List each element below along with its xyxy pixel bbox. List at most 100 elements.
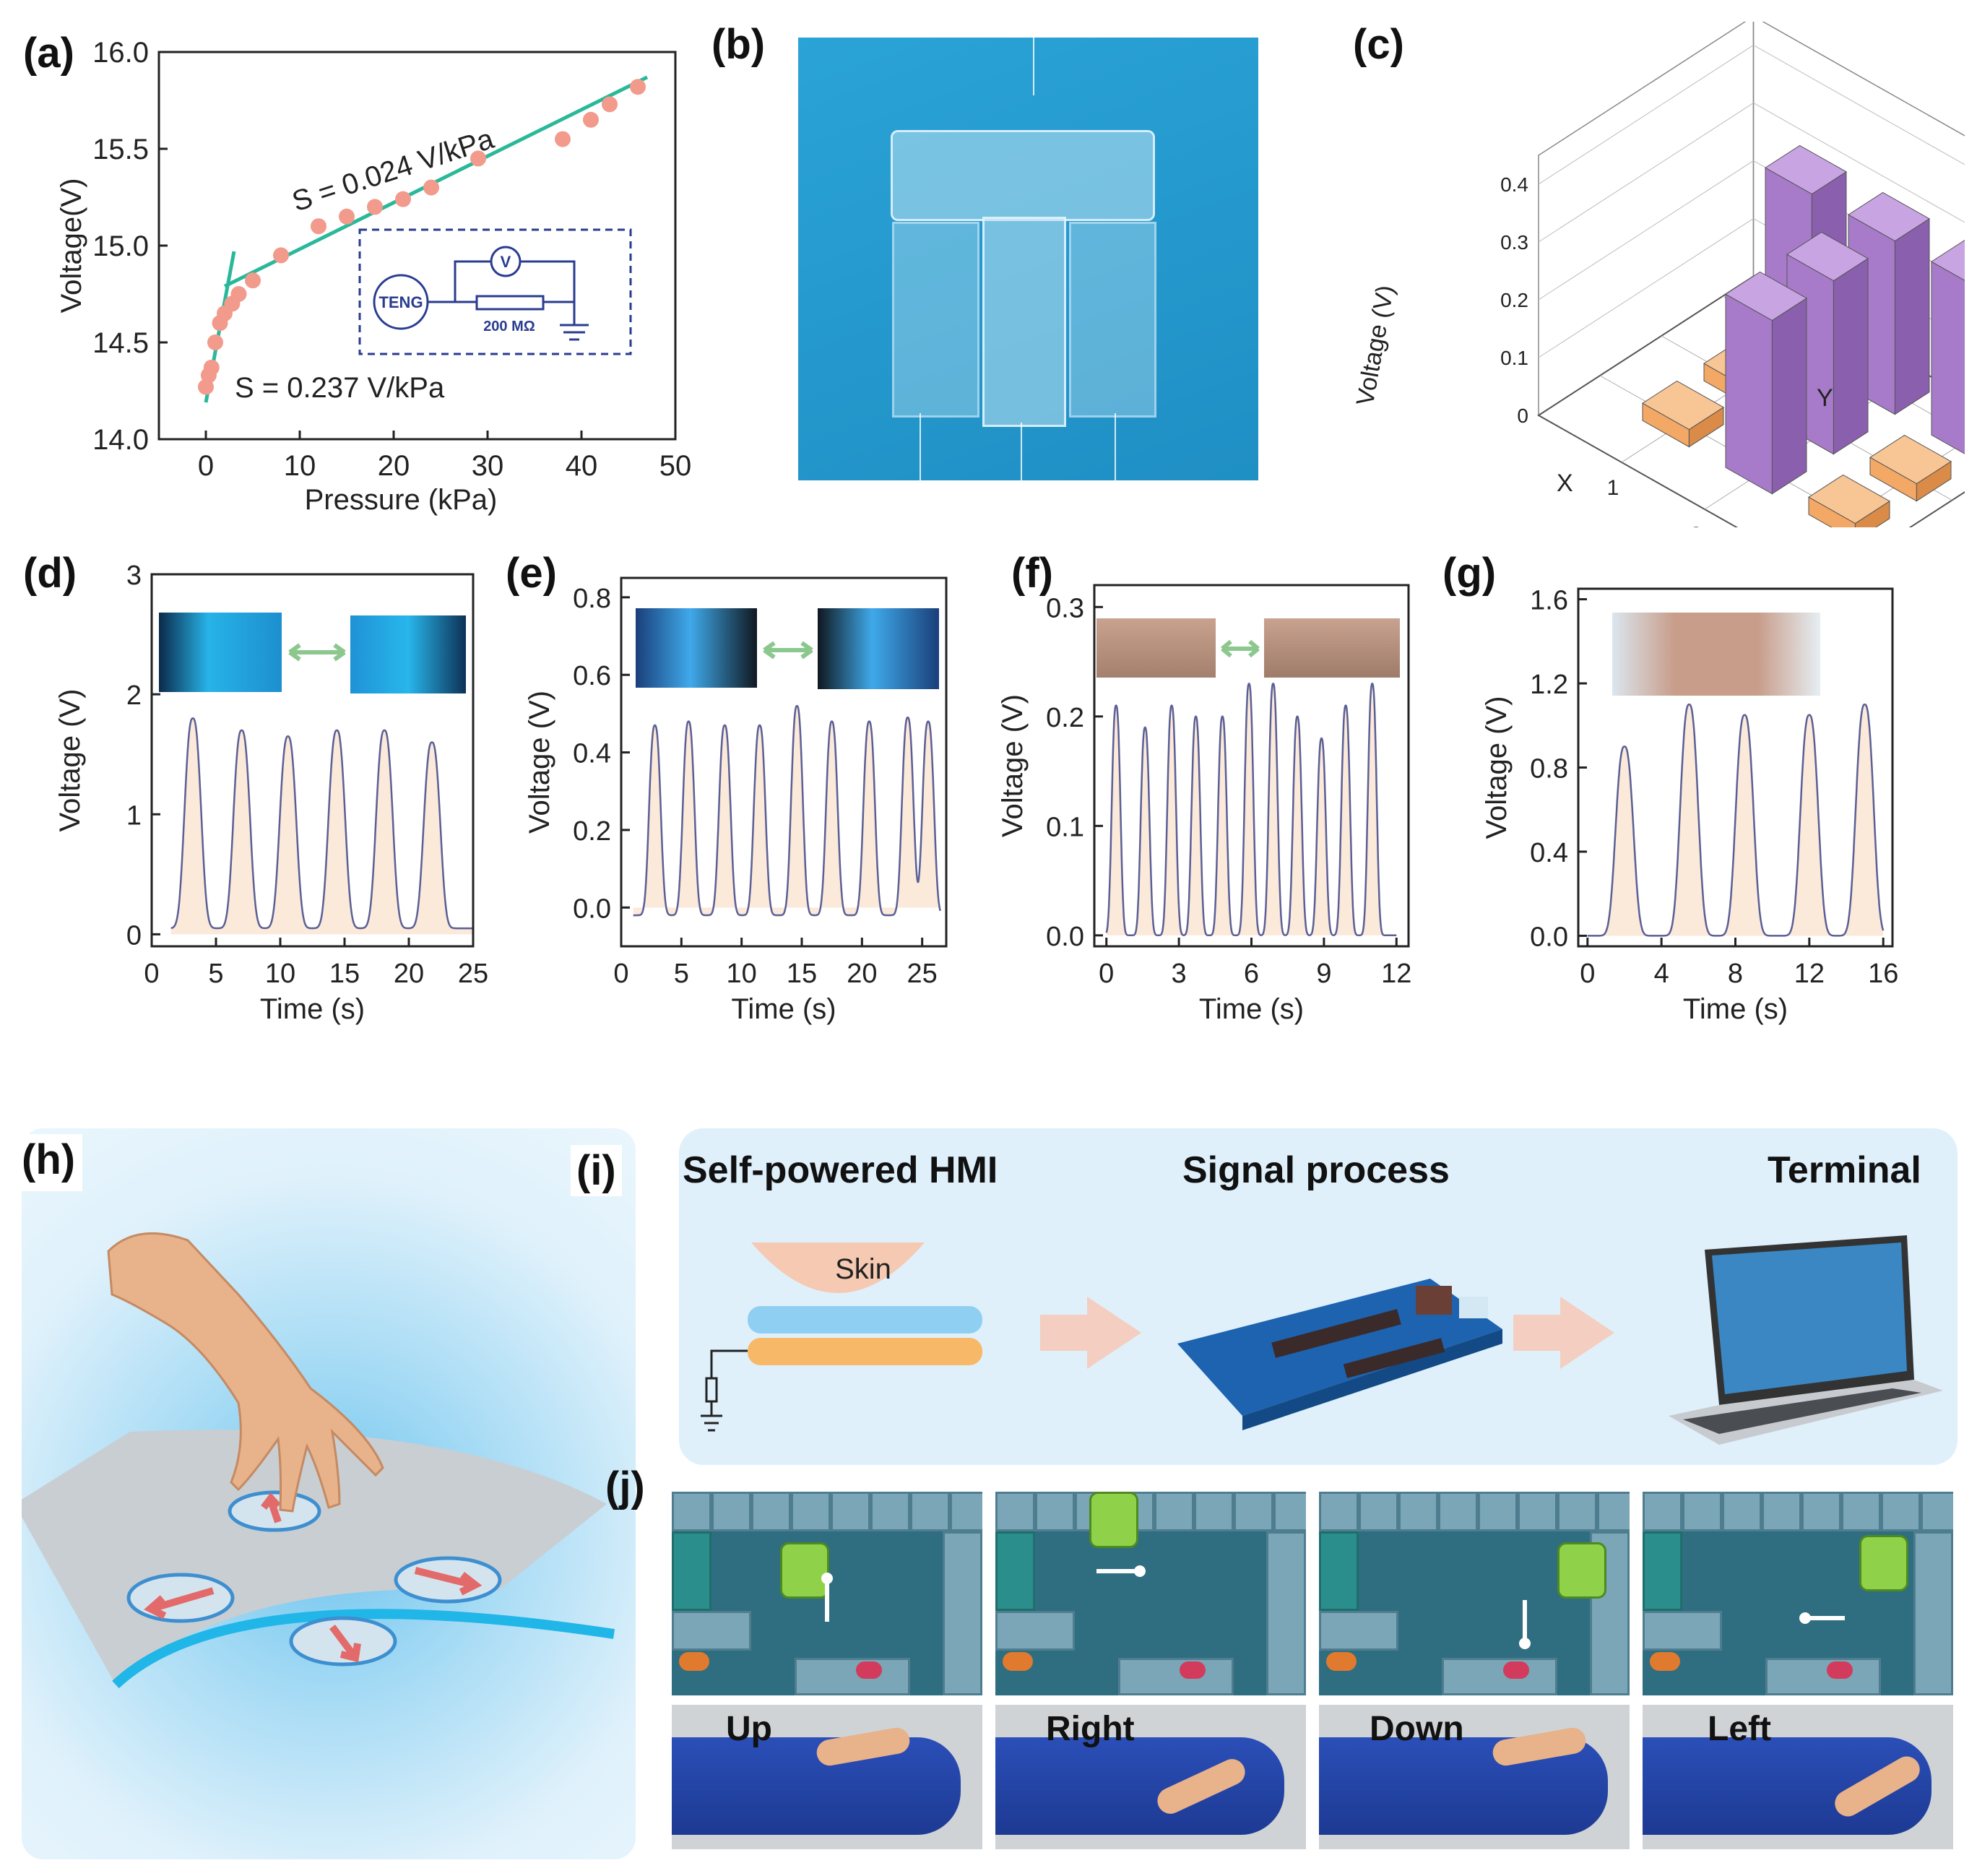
game-bread-icon	[1003, 1652, 1033, 1671]
game-meat-icon	[1503, 1661, 1529, 1679]
game-teal-wall	[995, 1531, 1035, 1611]
chart-f-xtick-label: 12	[1381, 959, 1411, 989]
h-sensor-down	[289, 1616, 397, 1667]
glove	[995, 1737, 1284, 1835]
game-direction-arrow	[821, 1573, 833, 1622]
chart-a-ytick-label: 14.0	[92, 424, 149, 456]
photo-b-sensor-right	[1069, 222, 1156, 418]
photo-g-neck	[1612, 613, 1820, 696]
i-skin-dome	[751, 1242, 925, 1293]
game-wall-block	[1722, 1492, 1762, 1531]
game-wall-block	[1398, 1492, 1438, 1531]
panel-label-d: (d)	[23, 550, 77, 597]
chart-d-xtick-label: 10	[265, 959, 295, 989]
chart-c-xlabel: X	[1557, 470, 1573, 497]
chart-e-ytick-label: 0.6	[573, 661, 611, 691]
chart-c-floor	[1537, 275, 1965, 527]
chart-e-xtick-label: 20	[847, 959, 877, 989]
game-screen-left	[1643, 1492, 1953, 1695]
i-arrow-2	[1513, 1297, 1614, 1369]
chart-g-ytick-label: 1.2	[1530, 670, 1568, 700]
chart-a-point	[395, 191, 411, 207]
chart-f-xtick-label: 9	[1316, 959, 1331, 989]
chart-e-xlabel: Time (s)	[731, 993, 836, 1025]
game-monster-icon	[1557, 1542, 1606, 1599]
chart-c-bar-side	[1771, 297, 1807, 495]
chart-g-ytick-label: 0.4	[1530, 838, 1568, 868]
chart-g-xtick-label: 4	[1654, 959, 1669, 989]
panel-label-b: (b)	[711, 21, 766, 68]
chart-d-frame	[150, 573, 475, 948]
photo-b-sensor-stem	[982, 217, 1066, 427]
panel-label-g: (g)	[1442, 550, 1497, 597]
chart-a-point	[273, 247, 289, 264]
direction-label: Left	[1708, 1710, 1771, 1748]
chart-c-xtick-label: 1	[1607, 476, 1619, 500]
photo-d-wrist-bent	[350, 615, 466, 693]
game-wall-block	[1154, 1492, 1194, 1531]
panel-label-j: (j)	[605, 1464, 645, 1510]
chart-f-xtick-label: 3	[1172, 959, 1187, 989]
game-wall-block	[1319, 1611, 1398, 1651]
chart-f-ytick-label: 0.0	[1046, 922, 1084, 952]
game-wall-block	[831, 1492, 870, 1531]
game-meat-icon	[1827, 1661, 1853, 1679]
game-wall-block	[943, 1531, 982, 1695]
chart-e-xtick-label: 0	[613, 959, 628, 989]
chart-c-ylabel: Y	[1817, 384, 1833, 412]
game-teal-wall	[672, 1531, 711, 1611]
game-wall-block	[1881, 1492, 1921, 1531]
game-wall-block	[1118, 1658, 1234, 1695]
chart-f-xtick-label: 0	[1099, 959, 1114, 989]
chart-a-point	[230, 286, 247, 302]
chart-a-xtick-label: 40	[566, 450, 598, 482]
photo-b-lead-right	[1115, 413, 1116, 480]
game-wall-block	[1438, 1492, 1478, 1531]
chart-c-ztick-label: 0	[1517, 405, 1528, 427]
chart-d-ytick-label: 3	[126, 561, 142, 591]
chart-g-trace	[1587, 703, 1885, 937]
photo-b-lead-left	[920, 413, 921, 480]
chart-f-ytick-label: 0.3	[1046, 593, 1084, 623]
game-screen-right	[995, 1492, 1306, 1695]
game-wall-block	[1266, 1531, 1306, 1695]
chart-d-xtick-label: 15	[329, 959, 360, 989]
chart-a-ytick-label: 15.0	[92, 230, 149, 262]
chart-c-bar-top	[1725, 271, 1807, 321]
chart-g-xtick-label: 0	[1580, 959, 1595, 989]
chart-a-xtick-label: 10	[284, 450, 316, 482]
game-wall-block	[1557, 1492, 1597, 1531]
photo-e-finger-straight	[636, 608, 757, 688]
game-wall-block	[1801, 1492, 1841, 1531]
game-teal-wall	[1319, 1531, 1359, 1611]
chart-a-point	[207, 334, 223, 350]
chart-d-xtick-label: 0	[144, 959, 159, 989]
photo-b-sensor-top	[891, 130, 1155, 221]
chart-c-ztick-label: 0.3	[1500, 231, 1528, 254]
arrow-d-double	[288, 643, 346, 662]
chart-a-ytick-label: 16.0	[92, 37, 149, 69]
panel-label-h: (h)	[14, 1134, 83, 1191]
panel-label-f: (f)	[1011, 550, 1053, 597]
chart-a-inset-circuit: TENG V 200 MΩ	[358, 228, 632, 355]
chart-a-point	[583, 111, 599, 128]
chart-e-ytick-label: 0.0	[573, 894, 611, 924]
chart-e-ytick-label: 0.2	[573, 816, 611, 847]
game-wall-block	[1518, 1492, 1557, 1531]
chart-c-bar-top	[1808, 474, 1890, 524]
panel-label-a: (a)	[23, 30, 74, 77]
chart-a-xlabel: Pressure (kPa)	[305, 484, 498, 516]
chart-d-area	[170, 718, 473, 935]
game-meat-icon	[856, 1661, 882, 1679]
chart-c-grid	[1538, 44, 1965, 185]
direction-label: Up	[726, 1710, 772, 1748]
photo-d-wrist-straight	[159, 613, 282, 692]
chart-e-trace	[633, 704, 941, 917]
chart-e-frame	[620, 576, 948, 948]
game-wall-block	[1597, 1492, 1630, 1531]
game-wall-block	[1359, 1492, 1398, 1531]
chart-a-point	[602, 96, 618, 113]
chart-e-xtick-label: 5	[674, 959, 689, 989]
game-screen-up	[672, 1492, 982, 1695]
